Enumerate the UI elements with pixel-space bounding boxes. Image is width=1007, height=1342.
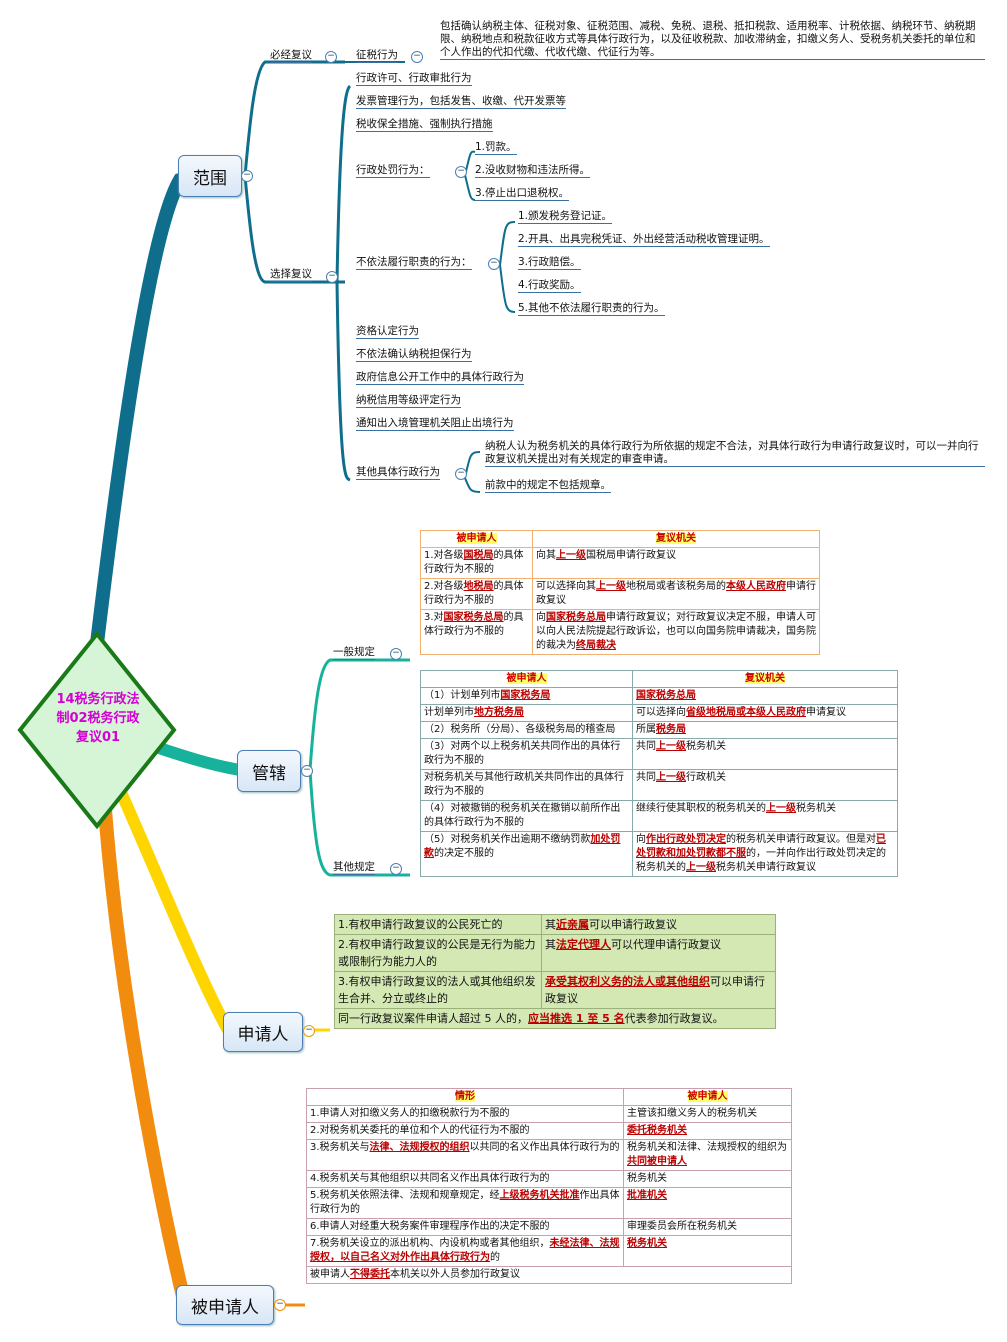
respondent-table: 情形 被申请人 1.申请人对扣缴义务人的扣缴税款行为不服的 主管该扣缴义务人的税… xyxy=(306,1088,792,1284)
general-jurisdiction-table: 被申请人 复议机关 1.对各级国税局的具体行政行为不服的 向其上一级国税局申请行… xyxy=(420,530,820,655)
branch-respondent-line xyxy=(98,809,192,1307)
table-row: 7.税务机关设立的派出机构、内设机构或者其他组织，未经法律、法规授权，以自己名义… xyxy=(306,1235,792,1267)
nonperform-item: 4.行政奖励。 xyxy=(518,279,581,293)
collapse-other-rules-icon[interactable]: − xyxy=(390,863,402,875)
table-row: （2）税务所（分局）、各级税务局的稽查局 所属税务局 xyxy=(420,721,898,739)
nonperform-item: 2.开具、出具完税凭证、外出经营活动税收管理证明。 xyxy=(518,233,770,247)
branch-applicant-line xyxy=(114,787,234,1033)
col-header: 情形 xyxy=(455,1091,475,1102)
nonperform-item: 3.行政赔偿。 xyxy=(518,256,581,270)
scope-sub-lines xyxy=(243,60,345,284)
table-row: 对税务机关与其他行政机关共同作出的具体行政行为不服的 共同上一级行政机关 xyxy=(420,769,898,801)
other-jurisdiction-table: 被申请人 复议机关 （1）计划单列市国家税务局 国家税务总局 计划单列市地方税务… xyxy=(420,670,898,877)
other-acts-label: 其他具体行政行为 xyxy=(356,466,440,480)
scope-item: 行政许可、行政审批行为 xyxy=(356,72,472,86)
branch-applicant[interactable]: 申请人 xyxy=(223,1012,303,1052)
branch-jurisdiction-line xyxy=(148,739,241,776)
other-acts-desc: 纳税人认为税务机关的具体行政行为所依据的规定不合法，对具体行政行为申请行政复议时… xyxy=(485,440,985,467)
scope-item: 税收保全措施、强制执行措施 xyxy=(356,118,493,132)
branch-scope-label: 范围 xyxy=(193,168,227,189)
table-row: 1.有权申请行政复议的公民死亡的 其近亲属可以申请行政复议 xyxy=(334,914,776,935)
nonperform-lines xyxy=(499,221,516,313)
table-row: 1.对各级国税局的具体行政行为不服的 向其上一级国税局申请行政复议 xyxy=(420,547,820,579)
root-diamond xyxy=(17,630,177,830)
table-row: （5）对税务机关作出逾期不缴纳罚款加处罚款的决定不服的 向作出行政处罚决定的税务… xyxy=(420,831,898,877)
table-row: 2.对各级地税局的具体行政行为不服的 可以选择向其上一级地税局或者该税务局的本级… xyxy=(420,578,820,610)
collapse-other-icon[interactable]: − xyxy=(455,468,467,480)
required-review-label: 必经复议 xyxy=(270,49,312,63)
penalty-item: 3.停止出口退税权。 xyxy=(475,187,570,201)
branch-respondent-label: 被申请人 xyxy=(191,1297,259,1318)
table-row: 5.税务机关依照法律、法规和规章规定，经上级税务机关批准作出具体行政行为的 批准… xyxy=(306,1187,792,1219)
scope-item: 政府信息公开工作中的具体行政行为 xyxy=(356,371,524,385)
table-row: 同一行政复议案件申请人超过 5 人的，应当推选 1 至 5 名代表参加行政复议。 xyxy=(334,1008,776,1029)
scope-item: 资格认定行为 xyxy=(356,325,419,339)
collapse-jurisdiction-icon[interactable]: − xyxy=(301,765,313,777)
table-row: 2.对税务机关委托的单位和个人的代征行为不服的 委托税务机关 xyxy=(306,1122,792,1140)
branch-applicant-label: 申请人 xyxy=(237,1024,289,1045)
table-row: 4.税务机关与其他组织以共同名义作出具体行政行为的 税务机关 xyxy=(306,1170,792,1188)
general-rules-label: 一般规定 xyxy=(333,646,375,660)
other-lines xyxy=(464,451,481,493)
other-rules-label: 其他规定 xyxy=(333,861,375,875)
jurisdiction-sub-lines xyxy=(308,658,410,877)
table-row: 2.有权申请行政复议的公民是无行为能力或限制行为能力人的 其法定代理人可以代理申… xyxy=(334,934,776,972)
penalty-item: 1.罚款。 xyxy=(475,141,517,155)
collapse-tax-collection-icon[interactable]: − xyxy=(411,51,423,63)
scope-item: 纳税信用等级评定行为 xyxy=(356,394,461,408)
table-row: 计划单列市地方税务局 可以选择向省级地税局或本级人民政府申请复议 xyxy=(420,704,898,722)
collapse-respondent-icon[interactable]: − xyxy=(274,1299,286,1311)
optional-review-label: 选择复议 xyxy=(270,268,312,282)
collapse-general-icon[interactable]: − xyxy=(390,648,402,660)
scope-optional-lines xyxy=(335,84,352,482)
table-row: 6.申请人对经重大税务案件审理程序作出的决定不服的 审理委员会所在税务机关 xyxy=(306,1218,792,1236)
table-row: 3.有权申请行政复议的法人或其他组织发生合并、分立或终止的 承受其权利义务的法人… xyxy=(334,971,776,1009)
table-row: 3.税务机关与法律、法规授权的组织以共同的名义作出具体行政行为的 税务机关和法律… xyxy=(306,1139,792,1171)
penalty-label: 行政处罚行为： xyxy=(356,164,430,178)
col-header: 复议机关 xyxy=(745,673,785,684)
tax-collection-desc: 包括确认纳税主体、征税对象、征税范围、减税、免税、退税、抵扣税款、适用税率、计税… xyxy=(440,20,985,60)
branch-scope[interactable]: 范围 xyxy=(178,155,242,197)
root-label: 14税务行政法制02税务行政复议01 xyxy=(56,692,140,745)
penalty-item: 2.没收财物和违法所得。 xyxy=(475,164,591,178)
branch-scope-line xyxy=(88,168,198,661)
table-row: （4）对被撤销的税务机关在撤销以前所作出的具体行政行为不服的 继续行使其职权的税… xyxy=(420,800,898,832)
other-acts-note: 前款中的规定不包括规章。 xyxy=(485,479,611,493)
table-row: 1.申请人对扣缴义务人的扣缴税款行为不服的 主管该扣缴义务人的税务机关 xyxy=(306,1105,792,1123)
branch-jurisdiction-label: 管辖 xyxy=(252,763,286,784)
scope-item: 通知出入境管理机关阻止出境行为 xyxy=(356,417,514,431)
collapse-required-icon[interactable]: − xyxy=(325,51,337,63)
collapse-optional-icon[interactable]: − xyxy=(326,271,338,283)
nonperform-item: 5.其他不依法履行职责的行为。 xyxy=(518,302,665,316)
col-header: 被申请人 xyxy=(456,533,497,544)
collapse-scope-icon[interactable]: − xyxy=(241,170,253,182)
penalty-lines xyxy=(464,150,476,201)
collapse-applicant-icon[interactable]: − xyxy=(303,1025,315,1037)
col-header: 被申请人 xyxy=(506,673,547,684)
tax-collection-label: 征税行为 xyxy=(356,49,398,63)
scope-item: 发票管理行为，包括发售、收缴、代开发票等 xyxy=(356,95,566,109)
applicant-table: 1.有权申请行政复议的公民死亡的 其近亲属可以申请行政复议 2.有权申请行政复议… xyxy=(334,914,776,1029)
nonperform-item: 1.颁发税务登记证。 xyxy=(518,210,613,224)
branch-respondent[interactable]: 被申请人 xyxy=(176,1285,274,1325)
collapse-penalty-icon[interactable]: − xyxy=(455,166,467,178)
table-row: （3）对两个以上税务机关共同作出的具体行政行为不服的 共同上一级税务机关 xyxy=(420,738,898,770)
col-header: 被申请人 xyxy=(687,1091,728,1102)
scope-item: 不依法确认纳税担保行为 xyxy=(356,348,472,362)
table-row: 被申请人不得委托本机关以外人员参加行政复议 xyxy=(306,1266,792,1284)
table-row: 3.对国家税务总局的具体行政行为不服的 向国家税务总局申请行政复议；对行政复议决… xyxy=(420,609,820,655)
col-header: 复议机关 xyxy=(656,533,696,544)
branch-jurisdiction[interactable]: 管辖 xyxy=(237,750,301,792)
nonperform-label: 不依法履行职责的行为： xyxy=(356,256,472,270)
table-row: （1）计划单列市国家税务局 国家税务总局 xyxy=(420,687,898,705)
collapse-nonperform-icon[interactable]: − xyxy=(488,258,500,270)
